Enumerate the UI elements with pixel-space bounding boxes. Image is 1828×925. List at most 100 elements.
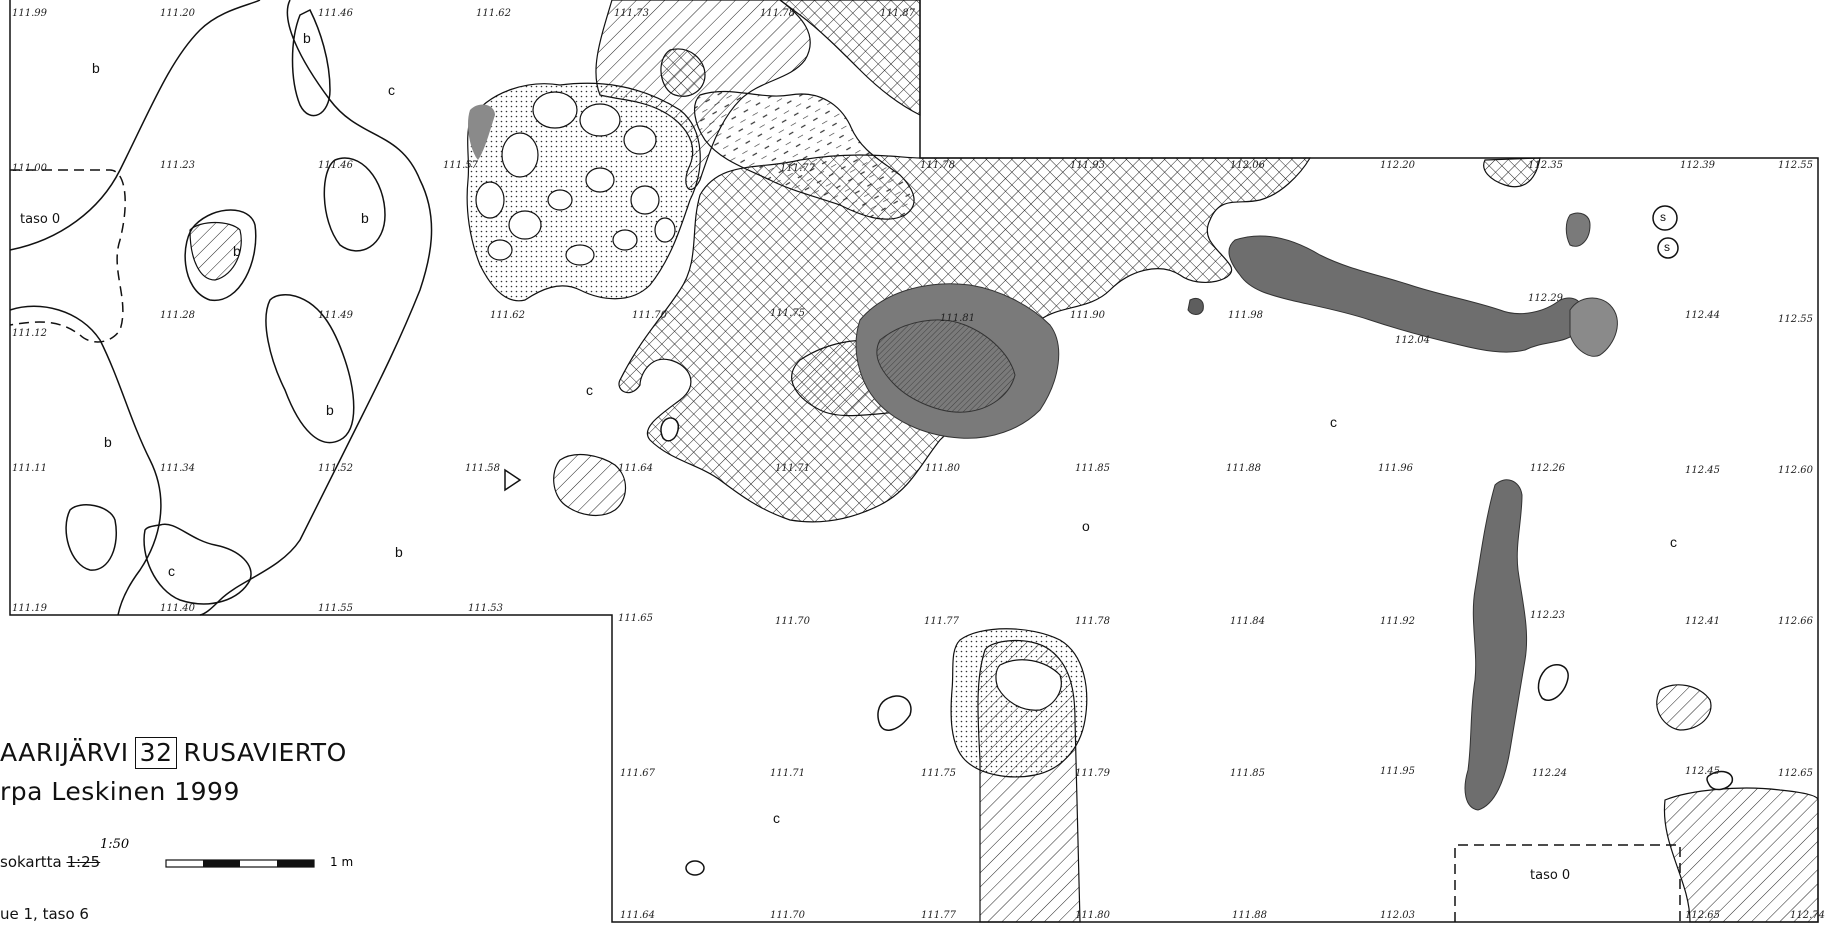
elevation-label: 111.53 [468, 603, 503, 614]
elevation-label: 111.88 [1232, 910, 1267, 921]
charcoal-areas [855, 212, 1618, 811]
zone-label-b: b [303, 30, 311, 46]
scale-bar [165, 859, 315, 868]
elevation-label: 111.00 [12, 163, 47, 174]
map-type-label: sokartta 1:25 [0, 853, 101, 871]
zone-label-b: b [104, 434, 112, 450]
zone-label-b: b [361, 210, 369, 226]
elevation-label: 112.55 [1778, 160, 1813, 171]
elevation-label: 112.45 [1685, 465, 1720, 476]
elevation-label: 111.58 [465, 463, 500, 474]
elevation-label: 111.23 [160, 160, 195, 171]
elevation-label: 111.96 [1378, 463, 1413, 474]
area-line: ue 1, taso 6 [0, 905, 89, 923]
elevation-label: 111.40 [160, 603, 195, 614]
elevation-label: 111.12 [12, 328, 47, 339]
stone-cluster-area [466, 82, 701, 302]
elevation-label: 112.29 [1528, 293, 1563, 304]
zone-label-c: c [773, 810, 780, 826]
elevation-label: 111.78 [760, 8, 795, 19]
zone-label-c: c [168, 563, 175, 579]
elevation-label: 111.62 [476, 8, 511, 19]
elevation-label: 111.64 [620, 910, 655, 921]
elevation-label: 111.99 [12, 8, 47, 19]
elevation-label: 111.75 [770, 308, 805, 319]
elevation-label: 111.80 [1075, 910, 1110, 921]
elevation-label: 112.44 [1685, 310, 1720, 321]
elevation-label: 111.46 [318, 160, 353, 171]
elevation-label: 111.93 [1070, 160, 1105, 171]
elevation-label: 111.70 [770, 910, 805, 921]
elevation-label: 111.52 [318, 463, 353, 474]
elevation-label: 111.75 [921, 768, 956, 779]
scale-old: 1:25 [66, 853, 101, 871]
zone-label-c: c [1670, 534, 1677, 550]
taso-label: taso 0 [1530, 868, 1571, 883]
elevation-label: 111.65 [618, 613, 653, 624]
elevation-label: 112.20 [1380, 160, 1415, 171]
zone-label-b: b [233, 243, 241, 259]
elevation-label: 112.65 [1778, 768, 1813, 779]
elevation-label: 112.26 [1530, 463, 1565, 474]
municipality-name: AARIJÄRVI [0, 738, 129, 767]
elevation-label: 112.74 [1790, 910, 1825, 921]
elevation-label: 111.77 [924, 616, 959, 627]
zone-label-s: s [1664, 240, 1670, 254]
elevation-label: 111.67 [620, 768, 655, 779]
scale-unit-label: 1 m [330, 855, 354, 869]
zone-label-c: c [388, 82, 395, 98]
diagonal-hatch-areas [189, 0, 1819, 923]
elevation-label: 112.23 [1530, 610, 1565, 621]
scale-new: 1:50 [100, 837, 130, 852]
elevation-label: 111.70 [775, 616, 810, 627]
elevation-label: 112.03 [1380, 910, 1415, 921]
elevation-label: 111.70 [632, 310, 667, 321]
elevation-label: 112.45 [1685, 766, 1720, 777]
elevation-label: 111.85 [1075, 463, 1110, 474]
zone-label-s: s [1660, 210, 1666, 224]
elevation-label: 111.88 [1226, 463, 1261, 474]
zone-label-b: b [326, 402, 334, 418]
elevation-label: 111.78 [920, 160, 955, 171]
elevation-label: 111.46 [318, 8, 353, 19]
elevation-label: 111.77 [921, 910, 956, 921]
elevation-label: 111.80 [925, 463, 960, 474]
author-line: rpa Leskinen 1999 [0, 777, 240, 806]
zone-label-c: c [586, 382, 593, 398]
elevation-label: 112.39 [1680, 160, 1715, 171]
elevation-label: 112.35 [1528, 160, 1563, 171]
elevation-label: 111.79 [1075, 768, 1110, 779]
elevation-label: 111.28 [160, 310, 195, 321]
elevation-label: 111.81 [940, 313, 975, 324]
zone-label-c: c [1330, 414, 1337, 430]
elevation-label: 112.04 [1395, 335, 1430, 346]
elevation-label: 111.87 [880, 8, 915, 19]
elevation-label: 111.78 [1075, 616, 1110, 627]
zone-b-contours [9, 0, 433, 616]
elevation-label: 111.20 [160, 8, 195, 19]
elevation-label: 111.19 [12, 603, 47, 614]
elevation-label: 112.60 [1778, 465, 1813, 476]
elevation-label: 111.90 [1070, 310, 1105, 321]
elevation-label: 111.95 [1380, 766, 1415, 777]
elevation-label: 111.84 [1230, 616, 1265, 627]
elevation-label: 111.55 [318, 603, 353, 614]
elevation-label: 112.65 [1685, 910, 1720, 921]
zone-label-o: o [1082, 518, 1090, 534]
zone-label-b: b [395, 544, 403, 560]
zone-label-b: b [92, 60, 100, 76]
site-number-box: 32 [134, 737, 178, 769]
elevation-label: 112.66 [1778, 616, 1813, 627]
site-name: RUSAVIERTO [183, 738, 347, 767]
elevation-label: 112.55 [1778, 314, 1813, 325]
lower-stone-area [950, 628, 1088, 778]
elevation-label: 111.34 [160, 463, 195, 474]
taso-0-dashed-boundary [9, 169, 1681, 922]
elevation-label: 112.24 [1532, 768, 1567, 779]
elevation-label: 112.06 [1230, 160, 1265, 171]
small-features [504, 205, 1734, 876]
elevation-label: 111.64 [618, 463, 653, 474]
taso-label: taso 0 [20, 212, 61, 227]
